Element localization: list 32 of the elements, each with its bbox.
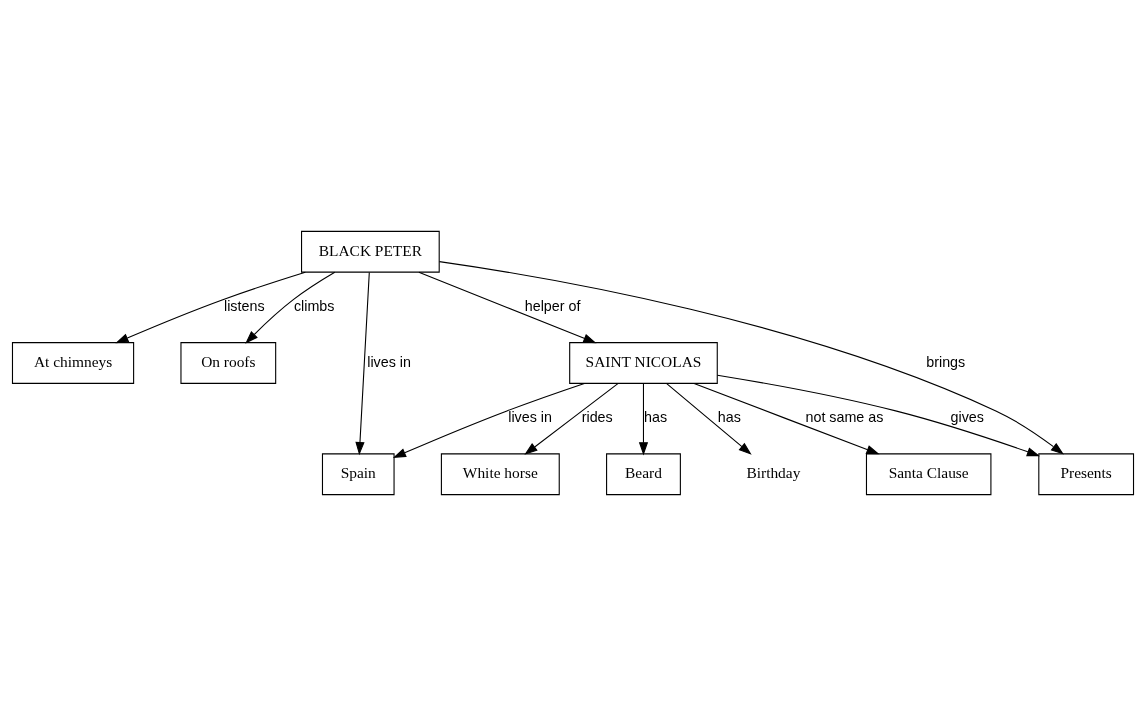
arrow (392, 382, 585, 458)
edge-label: not same as (805, 409, 884, 426)
node-box: Presents (1038, 453, 1135, 496)
arrow (638, 383, 649, 456)
arrow (115, 271, 306, 344)
node-text: Birthday (746, 464, 801, 482)
node-box: At chimneys (11, 342, 135, 384)
node-box: Beard (606, 453, 681, 496)
edge-label: has (717, 409, 741, 426)
arrow (524, 383, 619, 455)
arrow (355, 271, 370, 456)
arrow (716, 374, 1041, 457)
node-box: Santa Clause (865, 453, 992, 496)
edge-label: lives in (367, 353, 411, 370)
node-box: On roofs (180, 342, 277, 384)
arrow (418, 271, 597, 344)
node-box: Spain (321, 453, 395, 496)
edge-label: listens (224, 298, 265, 315)
edge-label: brings (926, 353, 966, 370)
arrow (245, 271, 336, 344)
edge-label: climbs (293, 298, 335, 315)
arrow (438, 261, 1064, 455)
arrow (693, 382, 880, 455)
node-box: White horse (440, 453, 560, 496)
node-box: BLACK PETER (301, 230, 440, 273)
arrow (666, 383, 752, 455)
node-box: SAINT NICOLAS (569, 342, 718, 384)
edge-label: has (644, 409, 668, 426)
edge-label: rides (581, 409, 613, 426)
edge-label: gives (950, 409, 984, 426)
edge-label: lives in (508, 409, 552, 426)
edge-label: helper of (524, 298, 581, 315)
